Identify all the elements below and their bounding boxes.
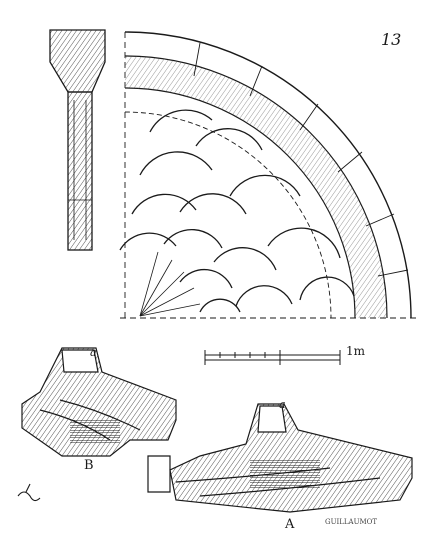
tracery-lobes bbox=[119, 109, 355, 313]
mullion-section bbox=[49, 29, 106, 251]
engraver-signature: GUILLAUMOT bbox=[325, 518, 378, 526]
sublabel-b-top: a bbox=[90, 346, 97, 359]
bottom-left-mark bbox=[17, 483, 41, 502]
scale-label: 1m bbox=[346, 344, 366, 358]
outer-rings bbox=[124, 31, 412, 319]
scale-bar bbox=[204, 350, 341, 365]
detail-a-block bbox=[147, 403, 413, 513]
radiating-lines bbox=[139, 251, 201, 317]
detail-b-block bbox=[21, 347, 177, 457]
figure-label-a: A bbox=[285, 517, 295, 532]
page-number: 13 bbox=[381, 30, 402, 49]
voussoir-joints bbox=[193, 42, 409, 277]
figure-label-b: B bbox=[84, 458, 94, 473]
sublabel-a-top: a bbox=[279, 398, 286, 411]
